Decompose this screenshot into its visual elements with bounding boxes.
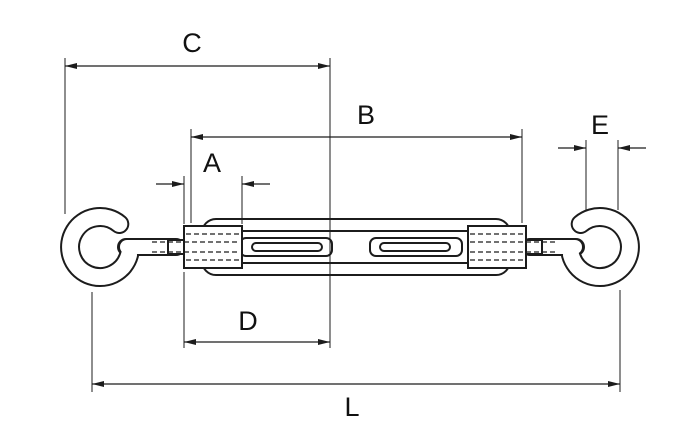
left-boss-outline [183, 225, 243, 269]
right-boss-outline [467, 225, 527, 269]
dim-label-A: A [203, 148, 221, 178]
left-rod-slot [251, 242, 323, 252]
dim-label-D: D [238, 306, 258, 336]
dim-label-L: L [344, 392, 359, 422]
left-thread-boss [152, 225, 243, 269]
right-hook-inner [563, 209, 638, 285]
right-thread-boss [467, 225, 558, 269]
dimension-C: C [64, 28, 331, 348]
left-hook [60, 207, 185, 287]
dim-label-E: E [591, 110, 609, 140]
right-rod-end [369, 237, 463, 257]
dim-label-C: C [182, 28, 202, 58]
dim-label-B: B [357, 100, 375, 130]
dimension-D: D [183, 272, 330, 348]
dimension-L: L [91, 290, 621, 422]
left-hook-inner [62, 209, 137, 285]
dimension-B: B [190, 100, 523, 223]
left-rod-end [239, 237, 333, 257]
dimension-A: A [156, 148, 270, 224]
dimension-E: E [558, 110, 646, 210]
right-rod-slot [379, 242, 451, 252]
turnbuckle-body [201, 218, 511, 276]
